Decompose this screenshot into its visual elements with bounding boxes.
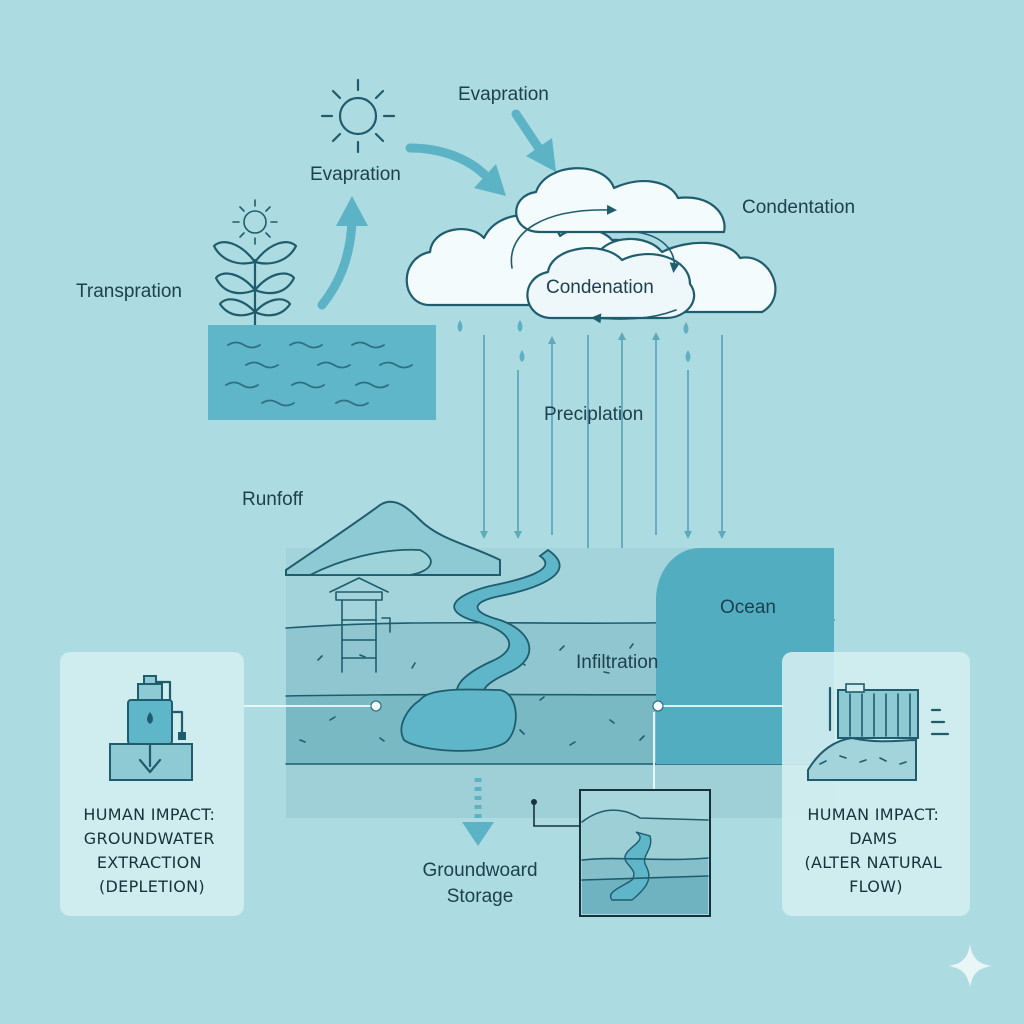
label-groundwater-line2: Storage <box>447 886 514 907</box>
right-card-title: HUMAN IMPACT: DAMS (ALTER NATURAL FLOW) <box>804 805 947 896</box>
rain-drops <box>457 320 691 362</box>
dam-icon <box>807 683 950 781</box>
label-runoff: Runfoff <box>242 489 304 510</box>
water-waves <box>225 341 413 407</box>
small-sun-icon <box>232 199 278 245</box>
pump-icon <box>109 675 193 781</box>
label-infiltration: Infiltration <box>576 652 658 673</box>
label-condensation-outer: Condentation <box>742 197 855 218</box>
left-card-title: HUMAN IMPACT: GROUNDWATER EXTRACTION (DE… <box>83 805 220 896</box>
label-precipitation: Preciplation <box>544 404 643 425</box>
label-ocean: Ocean <box>720 597 776 618</box>
human-impact-groundwater-card: HUMAN IMPACT: GROUNDWATER EXTRACTION (DE… <box>60 652 244 916</box>
label-condensation-inner: Condenation <box>546 277 654 298</box>
evaporation-arrow-up <box>317 196 368 310</box>
mountains <box>285 500 501 576</box>
plant-icon <box>212 241 298 332</box>
evaporation-arrow-curve <box>405 143 506 196</box>
label-transpiration: Transpration <box>76 281 182 302</box>
label-evaporation-mid: Evapration <box>310 164 401 185</box>
human-impact-dams-card: HUMAN IMPACT: DAMS (ALTER NATURAL FLOW) <box>782 652 970 916</box>
cloud-icon <box>405 167 777 324</box>
sun-icon <box>320 78 396 154</box>
label-groundwater-line1: Groundwoard <box>422 860 537 881</box>
groundwater-inset <box>579 789 711 917</box>
water-body <box>208 325 436 420</box>
groundwater-arrow <box>462 778 494 846</box>
well-icon <box>329 577 391 673</box>
connector-lines <box>244 700 784 827</box>
river <box>400 548 561 752</box>
sparkle-icon <box>948 944 992 988</box>
label-evaporation-top: Evapration <box>458 84 549 105</box>
evaporation-arrow-diagonal <box>511 109 556 172</box>
